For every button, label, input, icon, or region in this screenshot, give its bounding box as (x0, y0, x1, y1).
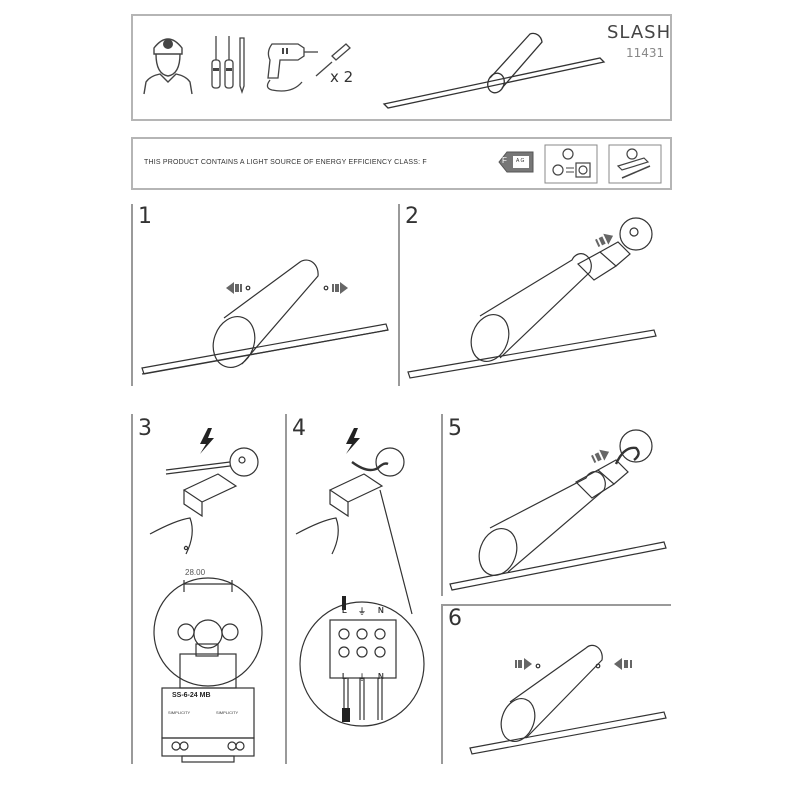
product-name: SLASH (607, 22, 672, 43)
step2-illustration (407, 217, 657, 379)
energy-scale-label: A G (516, 158, 525, 164)
step4-number: 4 (292, 416, 306, 441)
step4-illustration (295, 428, 425, 727)
step6-arrow-right (614, 658, 632, 670)
dimension-label: 28.00 (185, 568, 206, 577)
step1-arrow-left (226, 282, 242, 294)
lightning-icon (346, 428, 360, 454)
screw-anchor-icon (315, 43, 351, 77)
terminal-bottom-l: L (342, 672, 347, 681)
terminal-top-l: L (342, 606, 347, 615)
terminal-bottom-n: N (378, 672, 384, 681)
step2-frame-left (398, 204, 400, 386)
replaceable-light-source-icon (544, 144, 598, 184)
header-panel (131, 14, 672, 121)
replaceable-control-gear-icon (608, 144, 662, 184)
driver-brand-right: SIMPLICITY (216, 710, 239, 715)
product-illustration (382, 32, 606, 109)
step6-number: 6 (448, 606, 462, 631)
step6-arrow-left (515, 658, 532, 670)
step6-frame-left (441, 604, 443, 764)
step6-illustration (469, 644, 667, 755)
installer-icon (143, 38, 193, 95)
step6-frame-top (441, 604, 671, 606)
terminal-bottom-earth: ⏚ (358, 673, 366, 682)
screwdriver-icon (211, 36, 245, 95)
driver-model-label: SS-6-24 MB (172, 692, 211, 699)
driver-brand-left: SIMPLICITY (168, 710, 191, 715)
step5-frame-left (441, 414, 443, 596)
step5-arrow (591, 449, 610, 464)
step3-number: 3 (138, 416, 152, 441)
step3-illustration (149, 428, 263, 763)
terminal-top-n: N (378, 606, 384, 615)
step1-arrow-right (332, 282, 348, 294)
energy-label-icon (498, 151, 534, 173)
drill-icon (266, 43, 318, 92)
step2-arrow (595, 233, 614, 248)
step5-illustration (449, 429, 667, 591)
step1-illustration (141, 259, 389, 375)
product-code: 11431 (626, 46, 665, 60)
energy-class-letter: F (502, 156, 507, 165)
step4-frame-left (285, 414, 287, 764)
energy-notice-text: THIS PRODUCT CONTAINS A LIGHT SOURCE OF … (144, 159, 427, 166)
step5-number: 5 (448, 416, 462, 441)
step2-number: 2 (405, 204, 419, 229)
step3-frame-left (131, 414, 133, 764)
tools-count: x 2 (330, 68, 354, 86)
step1-number: 1 (138, 204, 152, 229)
terminal-top-earth: ⏚ (358, 607, 366, 616)
lightning-icon (200, 428, 214, 454)
step1-frame-left (131, 204, 133, 386)
